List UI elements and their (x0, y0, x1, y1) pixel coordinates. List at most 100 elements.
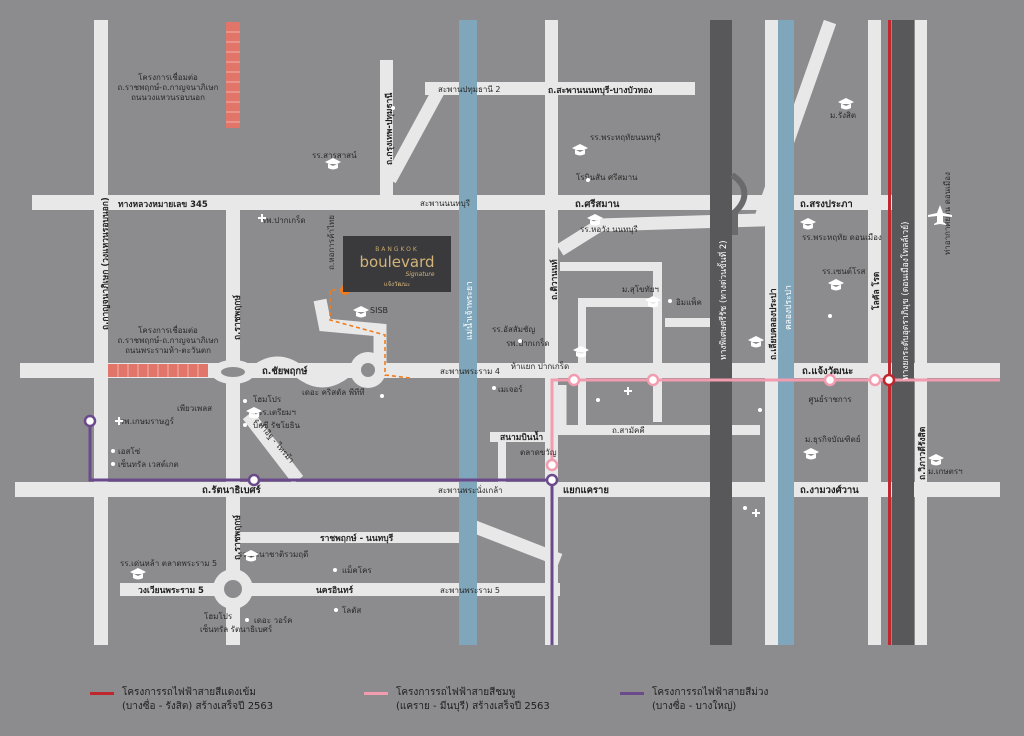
svg-text:ถนนพระรามห้า-ตะวันตก: ถนนพระรามห้า-ตะวันตก (125, 346, 211, 355)
svg-text:รร.หอวัง นนทบุรี: รร.หอวัง นนทบุรี (580, 225, 638, 234)
svg-text:ถ.งามวงศ์วาน: ถ.งามวงศ์วาน (800, 484, 859, 496)
legend-swatch-purple (620, 692, 644, 695)
svg-text:ศูนย์ราชการ: ศูนย์ราชการ (808, 394, 852, 405)
svg-text:BANGKOK: BANGKOK (375, 246, 419, 253)
project-route (329, 289, 411, 379)
svg-text:เซ็นทรัล รัตนาธิเบศร์: เซ็นทรัล รัตนาธิเบศร์ (200, 624, 273, 634)
svg-text:ทางหลวงหมายเลข 345: ทางหลวงหมายเลข 345 (118, 200, 208, 210)
diagonal-roads (242, 19, 837, 567)
legend-purple-line1: โครงการรถไฟฟ้าสายสีม่วง (652, 687, 769, 698)
svg-text:บิ๊กซี รัชโยธิน: บิ๊กซี รัชโยธิน (253, 419, 300, 430)
svg-text:boulevard: boulevard (359, 253, 434, 271)
svg-text:ถ.สรงประภา: ถ.สรงประภา (800, 198, 853, 210)
purple-line (83, 414, 559, 645)
svg-text:รพ.ปากเกร็ด: รพ.ปากเกร็ด (262, 215, 306, 225)
svg-text:แม็คโคร: แม็คโคร (342, 565, 372, 575)
svg-text:โลคัล โรด: โลคัล โรด (871, 271, 882, 311)
svg-text:สะพานปทุมธานี 2: สะพานปทุมธานี 2 (438, 85, 501, 94)
hospital-icon (115, 214, 760, 517)
svg-text:รร.เตรียมฯ: รร.เตรียมฯ (258, 408, 296, 417)
si-rat-expressway (710, 20, 732, 645)
svg-text:ถ.หอการค้าไทย: ถ.หอการค้าไทย (327, 215, 336, 270)
don-mueang-tollway (892, 20, 914, 645)
brick-texture (117, 31, 240, 377)
svg-text:ตลาดขวัญ: ตลาดขวัญ (520, 448, 557, 457)
svg-text:เอสโซ่: เอสโซ่ (118, 446, 141, 456)
svg-text:ถ.รัตนาธิเบศร์: ถ.รัตนาธิเบศร์ (202, 484, 262, 496)
svg-text:ม.ธุรกิจบัณฑิตย์: ม.ธุรกิจบัณฑิตย์ (805, 434, 861, 444)
chao-phraya-river (459, 20, 477, 645)
project-logo: BANGKOK boulevard Signature แจ้งวัฒนะ (343, 236, 451, 292)
svg-text:ถ.สามัคคี: ถ.สามัคคี (612, 426, 645, 435)
svg-text:เดอะ คริสตัล พีทีที: เดอะ คริสตัล พีทีที (302, 388, 365, 397)
svg-text:ถ.ราชพฤกษ์-ถ.กาญจนาภิเษก: ถ.ราชพฤกษ์-ถ.กาญจนาภิเษก (117, 335, 218, 345)
svg-text:ม.สุโขทัยฯ: ม.สุโขทัยฯ (622, 284, 659, 294)
svg-text:โรบินสัน ศรีสมาน: โรบินสัน ศรีสมาน (576, 172, 638, 182)
svg-text:SISB: SISB (370, 306, 388, 315)
svg-text:ถ.แจ้งวัฒนะ: ถ.แจ้งวัฒนะ (802, 365, 853, 377)
svg-text:เพียวเพลส: เพียวเพลส (177, 404, 212, 413)
svg-text:อิมแพ็ค: อิมแพ็ค (676, 297, 702, 307)
svg-text:ถ.ราชพฤกษ์: ถ.ราชพฤกษ์ (232, 515, 243, 560)
place-labels: โครงการเชื่อมต่อ ถ.ราชพฤกษ์-ถ.กาญจนาภิเษ… (117, 71, 962, 634)
legend-red-line2: (บางซื่อ - รังสิต) สร้างเสร็จปี 2563 (122, 701, 274, 712)
svg-text:ถ.กาญจนาภิเษก (วงแหวนรอบนอก): ถ.กาญจนาภิเษก (วงแหวนรอบนอก) (100, 197, 111, 330)
svg-text:แม่น้ำเจ้าพระยา: แม่น้ำเจ้าพระยา (463, 281, 475, 340)
legend: โครงการรถไฟฟ้าสายสีแดงเข้ม (บางซื่อ - รั… (0, 674, 1024, 736)
svg-text:ถ.ชัยพฤกษ์: ถ.ชัยพฤกษ์ (262, 365, 308, 377)
legend-swatch-red (90, 692, 114, 695)
svg-text:รพ.เกษมราษฎร์: รพ.เกษมราษฎร์ (120, 416, 175, 426)
svg-text:Signature: Signature (405, 271, 434, 278)
svg-text:สะพานพระนั่งเกล้า: สะพานพระนั่งเกล้า (438, 484, 503, 495)
khlong-prapa-canal (778, 20, 794, 645)
svg-text:รร.นานาชาติรวมฤดี: รร.นานาชาติรวมฤดี (238, 550, 308, 559)
poi-dot-icon (111, 106, 832, 622)
svg-text:ราชพฤกษ์ - นนทบุรี: ราชพฤกษ์ - นนทบุรี (320, 533, 394, 544)
svg-text:รพ.ปากเกร็ด: รพ.ปากเกร็ด (506, 338, 550, 348)
svg-text:เซ็นทรัล เวสต์เกต: เซ็นทรัล เวสต์เกต (118, 459, 179, 469)
legend-item-pink-line: โครงการรถไฟฟ้าสายสีชมพู (แคราย - มีนบุรี… (364, 686, 550, 714)
svg-text:สะพานพระราม 4: สะพานพระราม 4 (440, 367, 500, 376)
svg-text:สะพานนนทบุรี: สะพานนนทบุรี (420, 199, 471, 208)
svg-text:เมเจอร์: เมเจอร์ (498, 384, 523, 394)
svg-text:ถ.ราชพฤกษ์-ถ.กาญจนาภิเษก: ถ.ราชพฤกษ์-ถ.กาญจนาภิเษก (117, 82, 218, 92)
svg-text:นครอินทร์: นครอินทร์ (316, 585, 354, 596)
svg-text:ถ.เลียบคลองประปา: ถ.เลียบคลองประปา (768, 288, 779, 360)
legend-red-line1: โครงการรถไฟฟ้าสายสีแดงเข้ม (122, 687, 256, 698)
svg-text:โลตัส: โลตัส (342, 605, 361, 615)
svg-text:ถ.ราชพฤกษ์: ถ.ราชพฤกษ์ (232, 295, 243, 340)
svg-text:ถนนวงแหวนรอบนอก: ถนนวงแหวนรอบนอก (131, 93, 205, 102)
svg-text:รร.เซนต์โรส: รร.เซนต์โรส (822, 266, 866, 276)
legend-item-purple-line: โครงการรถไฟฟ้าสายสีม่วง (บางซื่อ - บางให… (620, 686, 768, 714)
svg-text:ทางพิเศษศรีรัช (ทางด่วนขั้นที่: ทางพิเศษศรีรัช (ทางด่วนขั้นที่ 2) (717, 240, 729, 360)
svg-text:รร.อัสสัมชัญ: รร.อัสสัมชัญ (492, 325, 535, 334)
legend-pink-line2: (แคราย - มีนบุรี) สร้างเสร็จปี 2563 (396, 701, 550, 712)
legend-item-red-line: โครงการรถไฟฟ้าสายสีแดงเข้ม (บางซื่อ - รั… (90, 686, 273, 714)
red-line (882, 20, 896, 645)
svg-text:ท่าอากาศยาน ดอนเมือง: ท่าอากาศยาน ดอนเมือง (943, 172, 952, 255)
svg-text:แจ้งวัฒนะ: แจ้งวัฒนะ (384, 281, 410, 288)
svg-text:คลองประปา: คลองประปา (784, 285, 794, 330)
svg-text:รร.สารสาสน์: รร.สารสาสน์ (312, 150, 357, 160)
airplane-icon (928, 205, 952, 225)
svg-text:โครงการเชื่อมต่อ: โครงการเชื่อมต่อ (138, 71, 198, 82)
legend-swatch-pink (364, 692, 388, 695)
svg-text:โฮมโปร: โฮมโปร (253, 394, 282, 404)
svg-text:ห้าแยก ปากเกร็ด: ห้าแยก ปากเกร็ด (511, 361, 569, 371)
svg-text:สะพานพระราม 5: สะพานพระราม 5 (440, 586, 500, 595)
svg-text:ทางยกระดับอุตราภิมุข (ดอนเมือง: ทางยกระดับอุตราภิมุข (ดอนเมืองโทลล์เวย์) (900, 222, 911, 380)
svg-text:ถ.ติวานนท์: ถ.ติวานนท์ (549, 259, 560, 300)
svg-text:วงเวียนพระราม 5: วงเวียนพระราม 5 (138, 585, 204, 596)
school-icon (130, 98, 944, 580)
legend-purple-line2: (บางซื่อ - บางใหญ่) (652, 701, 737, 712)
svg-text:ถ.ศรีสมาน: ถ.ศรีสมาน (575, 198, 620, 210)
svg-text:รร.พระหฤทัย ดอนเมือง: รร.พระหฤทัย ดอนเมือง (802, 233, 882, 242)
svg-text:โฮมโปร: โฮมโปร (204, 611, 233, 621)
svg-text:โครงการเชื่อมต่อ: โครงการเชื่อมต่อ (138, 324, 198, 335)
svg-text:แยกแคราย: แยกแคราย (563, 485, 609, 496)
svg-text:สนามบินน้ำ: สนามบินน้ำ (500, 430, 543, 443)
pink-line (545, 373, 1000, 472)
svg-text:รร.เด่นหล้า ตลาดพระราม 5: รร.เด่นหล้า ตลาดพระราม 5 (120, 559, 217, 568)
svg-text:รร.พระหฤทัยนนทบุรี: รร.พระหฤทัยนนทบุรี (590, 133, 661, 142)
